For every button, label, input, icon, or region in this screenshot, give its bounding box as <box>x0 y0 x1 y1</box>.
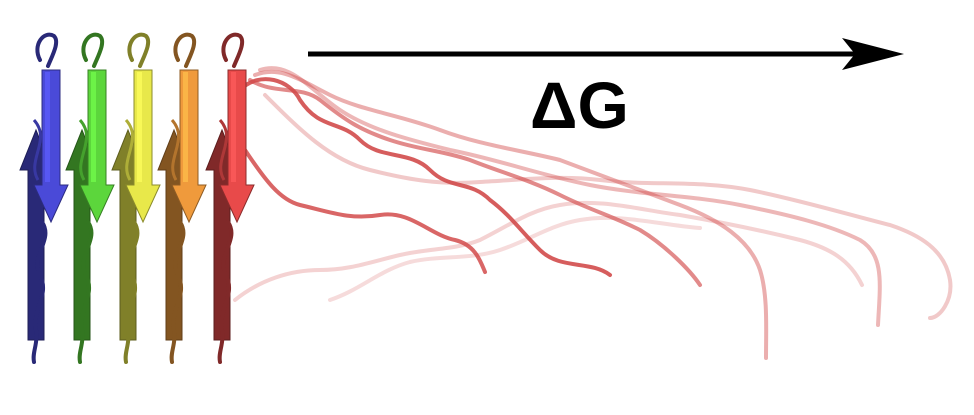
strand-tail <box>217 220 234 364</box>
unfolded-chain <box>238 77 612 277</box>
strand-highlight <box>137 72 142 182</box>
strand-tail <box>31 220 48 364</box>
beta-strand-stacks <box>19 32 255 364</box>
unfolded-chain <box>243 148 487 274</box>
beta-strand-front <box>125 69 161 224</box>
strand-twist <box>170 118 181 181</box>
beta-strand-front <box>33 69 69 224</box>
strand-twist <box>32 118 43 181</box>
beta-stack-green <box>65 32 115 364</box>
strand-tail <box>77 220 94 364</box>
arrow-head <box>842 38 904 70</box>
unfolded-chain <box>253 69 769 360</box>
beta-stack-yellow <box>111 32 161 364</box>
strand-loop <box>173 32 197 68</box>
strand-highlight <box>231 72 236 182</box>
unfolded-chain <box>328 215 702 302</box>
beta-strand-front <box>219 69 255 224</box>
delta-g-label: ΔG <box>530 68 629 142</box>
unfolded-chain <box>263 93 953 320</box>
strand-loop <box>127 32 151 68</box>
unfolded-chains <box>233 66 953 360</box>
delta-g-arrow <box>308 38 904 70</box>
strand-twist <box>218 118 229 181</box>
beta-strand-front <box>79 69 115 224</box>
strand-highlight <box>45 72 50 182</box>
strand-loop <box>221 32 245 68</box>
unfolded-chain <box>233 200 864 302</box>
beta-stack-blue <box>19 32 69 364</box>
unfolded-chain <box>248 78 702 287</box>
strand-loop <box>35 32 59 68</box>
strand-loop <box>81 32 105 68</box>
strand-tail <box>169 220 186 364</box>
strand-highlight <box>183 72 188 182</box>
beta-stack-orange <box>157 32 207 364</box>
unfolded-chain <box>258 66 882 327</box>
strand-twist <box>124 118 135 181</box>
beta-strand-front <box>171 69 207 224</box>
strand-highlight <box>91 72 96 182</box>
strand-twist <box>78 118 89 181</box>
strand-tail <box>123 220 140 364</box>
beta-stack-red <box>205 32 255 364</box>
